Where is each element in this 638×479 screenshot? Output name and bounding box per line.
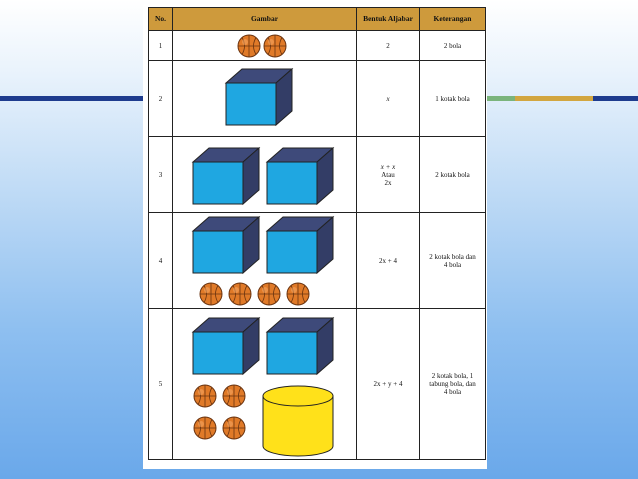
box-icon (266, 147, 334, 204)
ball-icon (257, 282, 281, 305)
box-icon (225, 68, 293, 125)
ball-icon (237, 34, 261, 57)
ball-icon (222, 416, 246, 439)
aljabar-line: Atau (381, 170, 395, 179)
aljabar-cell: x (356, 60, 420, 137)
keterangan-cell: 2 kotak bola dan 4 bola (419, 212, 486, 309)
box-icon (192, 216, 260, 273)
header-bentuk-aljabar: Bentuk Aljabar (356, 7, 420, 31)
row-number: 3 (148, 136, 173, 213)
keterangan-line: 4 bola (443, 260, 462, 269)
ball-icon (228, 282, 252, 305)
keterangan-cell: 2 bola (419, 30, 486, 61)
aljabar-cell: 2x + 4 (356, 212, 420, 309)
box-icon (192, 147, 260, 204)
ball-icon (199, 282, 223, 305)
aljabar-text: x (386, 94, 390, 103)
table-row: 1 2 2 bola (148, 30, 486, 61)
aljabar-line: 2x (384, 178, 392, 187)
table-row: 3 x + x Atau 2x 2 kotak bola (148, 136, 486, 213)
ball-icon (286, 282, 310, 305)
ball-icon (263, 34, 287, 57)
accent-bar-right-green (487, 96, 515, 101)
aljabar-cell: 2x + y + 4 (356, 308, 420, 460)
table-row: 2 x 1 kotak bola (148, 60, 486, 137)
picture-cell (172, 60, 357, 137)
ball-icon (193, 384, 217, 407)
table-row: 5 2x + y + 4 (148, 308, 486, 460)
keterangan-line: 2 kotak bola, 1 (431, 372, 474, 380)
cylinder-icon (262, 385, 334, 456)
picture-cell (172, 136, 357, 213)
table-row: 4 2x + 4 2 kotak bola dan 4 bola (148, 212, 486, 309)
header-gambar: Gambar (172, 7, 357, 31)
row-number: 1 (148, 30, 173, 61)
ball-icon (222, 384, 246, 407)
header-no: No. (148, 7, 173, 31)
keterangan-line: 2 kotak bola dan (429, 252, 476, 261)
keterangan-line: tabung bola, dan (429, 380, 476, 388)
one-box-picture (225, 68, 293, 125)
header-keterangan: Keterangan (419, 7, 486, 31)
picture-cell (172, 308, 357, 460)
keterangan-cell: 2 kotak bola, 1 tabung bola, dan 4 bola (419, 308, 486, 460)
row-number: 2 (148, 60, 173, 137)
keterangan-cell: 2 kotak bola (419, 136, 486, 213)
table-header-row: No. Gambar Bentuk Aljabar Keterangan (148, 7, 486, 31)
picture-cell (172, 30, 357, 61)
two-balls-picture (237, 34, 287, 57)
aljabar-cell: 2 (356, 30, 420, 61)
two-boxes-four-balls-picture (192, 216, 334, 305)
aljabar-cell: x + x Atau 2x (356, 136, 420, 213)
row-number: 5 (148, 308, 173, 460)
keterangan-cell: 1 kotak bola (419, 60, 486, 137)
box-icon (192, 317, 260, 374)
box-icon (266, 317, 334, 374)
keterangan-line: 4 bola (443, 388, 462, 396)
accent-bar-right-gold (515, 96, 593, 101)
two-boxes-picture (192, 147, 334, 204)
accent-bar-left (0, 96, 143, 101)
accent-bar-right-blue (593, 96, 638, 101)
ball-icon (193, 416, 217, 439)
algebra-table: No. Gambar Bentuk Aljabar Keterangan 1 2… (148, 7, 486, 460)
box-icon (266, 216, 334, 273)
picture-cell (172, 212, 357, 309)
row-number: 4 (148, 212, 173, 309)
boxes-balls-cylinder-picture (192, 317, 334, 456)
aljabar-line: x + x (380, 162, 396, 171)
